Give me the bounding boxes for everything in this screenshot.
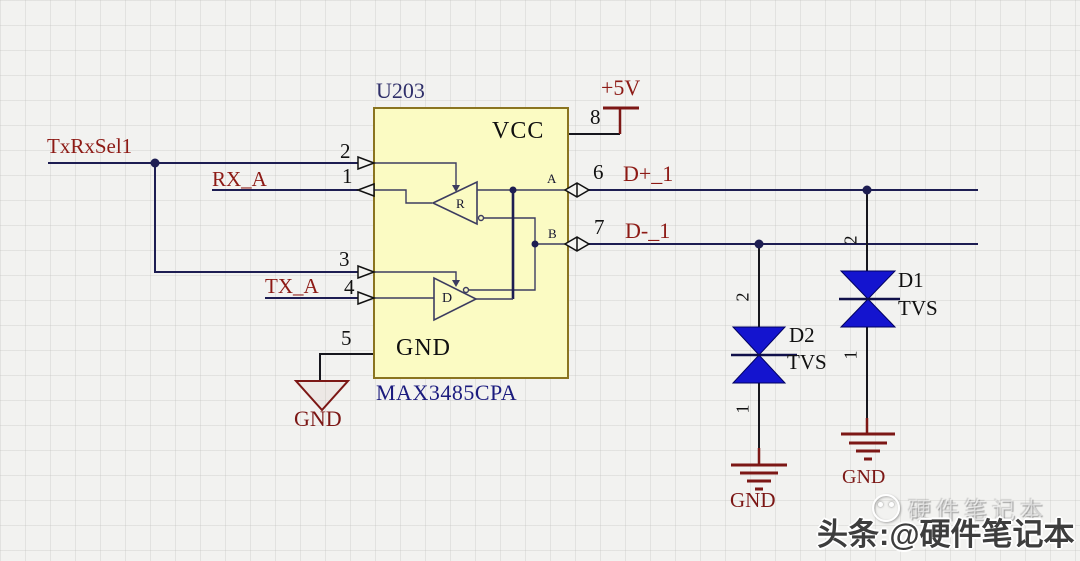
net-label-vcc-rail: +5V [601, 75, 641, 100]
d2-type: TVS [787, 350, 827, 374]
net-label-rx-a: RX_A [212, 167, 267, 191]
junction-d-minus-d2 [754, 239, 764, 249]
ic-port-b-label: B [548, 226, 557, 241]
pin-number-7: 7 [594, 215, 605, 239]
gnd-symbol-pin5 [293, 380, 351, 412]
net-label-d-plus: D+_1 [623, 161, 674, 186]
d2-top-triangle [731, 326, 787, 356]
watermark-logo-icon [872, 494, 900, 522]
internal-pin3-enable [374, 271, 457, 281]
net-label-txrxsel1: TxRxSel1 [47, 134, 133, 158]
pin1-output-arrow-icon [355, 182, 375, 198]
junction-dots [150, 158, 872, 249]
internal-pin2-enable [374, 162, 457, 186]
pin-number-5: 5 [341, 326, 352, 350]
receiver-triangle [431, 180, 478, 226]
driver-label: D [442, 291, 453, 306]
d2-designator: D2 [789, 323, 815, 347]
ic-part-number: MAX3485CPA [376, 380, 518, 405]
internal-pin1-out [374, 189, 432, 204]
pin-glyphs [355, 155, 591, 306]
d1-bottom-triangle [839, 298, 897, 328]
gnd-bars-icon [731, 463, 787, 491]
ic-gnd-label: GND [396, 335, 451, 361]
pin-number-8: 8 [590, 105, 601, 129]
internal-b-link [469, 217, 536, 291]
d1-pin-1: 1 [840, 350, 861, 360]
tvs-diode-d1 [839, 270, 900, 328]
watermark-main-text: 头条:@硬件笔记本 [817, 517, 1075, 552]
gnd-label-pin5: GND [294, 406, 342, 431]
junction-d-plus-d1 [862, 185, 872, 195]
d2-pin-2: 2 [732, 292, 753, 302]
net-label-tx-a: TX_A [265, 274, 319, 298]
pin-number-2: 2 [340, 139, 351, 163]
gnd-triangle-icon [293, 380, 351, 412]
pin7-bidir-arrow-icon [563, 236, 591, 252]
gnd-symbol-d1 [841, 418, 895, 461]
pin-number-4: 4 [344, 275, 355, 299]
ic-internal-circuit [374, 162, 568, 322]
pin-number-1: 1 [342, 164, 353, 188]
pin-number-3: 3 [339, 247, 350, 271]
tvs-diode-d2 [731, 326, 797, 384]
gnd-label-d1: GND [842, 466, 886, 488]
gnd-symbol-d2 [731, 448, 787, 491]
wire-pin5-gnd [319, 353, 374, 381]
wire-txrxsel1-branch [154, 163, 358, 273]
gnd-label-d2: GND [730, 488, 776, 512]
d1-top-triangle [839, 270, 897, 300]
pin4-input-arrow-icon [357, 290, 377, 306]
ic-port-a-label: A [547, 171, 557, 186]
d1-designator: D1 [898, 268, 924, 292]
net-label-d-minus: D-_1 [625, 218, 671, 243]
d1-pin-2: 2 [840, 235, 861, 245]
watermark-ghost: 硬件笔记本 [872, 491, 1048, 525]
ic-vcc-label: VCC [492, 118, 545, 144]
receiver-label: R [456, 196, 465, 211]
pin6-bidir-arrow-icon [563, 182, 591, 198]
ic-designator: U203 [376, 78, 425, 103]
arrowhead-pin3 [452, 280, 460, 287]
arrowhead-pin2 [452, 185, 460, 192]
driver-invert-bubble [462, 286, 470, 294]
driver-triangle [433, 276, 478, 322]
pin3-input-arrow-icon [357, 264, 377, 280]
gnd-bars-icon [841, 432, 895, 461]
watermark-ghost-text: 硬件笔记本 [908, 497, 1048, 523]
d2-pin-1: 1 [732, 404, 753, 414]
receiver-invert-bubble [477, 214, 485, 222]
pin-number-6: 6 [593, 160, 604, 184]
junction-txrxsel1 [150, 158, 160, 168]
d1-type: TVS [898, 296, 938, 320]
junction-internal-a [509, 186, 517, 194]
pin2-input-arrow-icon [357, 155, 377, 171]
junction-internal-b [531, 240, 539, 248]
d2-bottom-triangle [731, 354, 787, 384]
vcc-power-symbol [603, 106, 639, 134]
